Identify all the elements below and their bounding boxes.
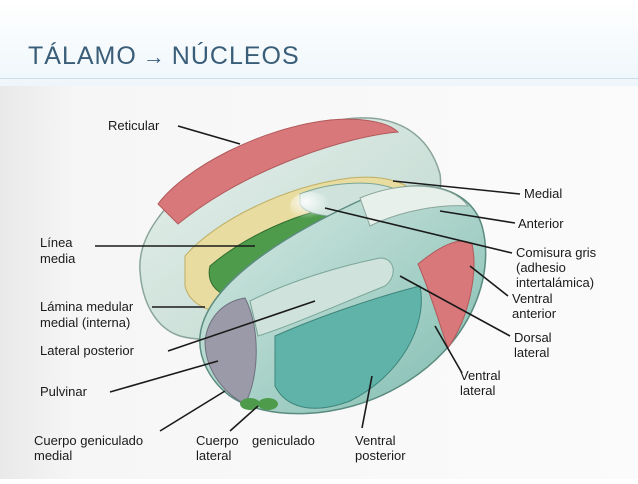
title-thalamus: TÁLAMO <box>28 42 137 70</box>
ventral-posterior-nucleus <box>274 285 422 409</box>
leader-reticular <box>177 125 241 145</box>
label-lateral-posterior: Lateral posterior <box>40 343 135 358</box>
leader-cuerpo-lateral <box>229 405 259 432</box>
label-cgm-line2: medial <box>34 448 72 463</box>
leader-lines <box>95 125 521 432</box>
label-comisura-line1: Comisura gris <box>516 245 597 260</box>
leader-ventral-posterior <box>361 375 373 429</box>
leader-anterior <box>439 210 516 224</box>
pulvinar-nucleus <box>204 297 257 405</box>
label-cgl-line3: lateral <box>196 448 232 463</box>
label-dorsal-lateral-line2: lateral <box>514 345 550 360</box>
leader-ventral-lateral <box>434 325 463 374</box>
medial-geniculate-body <box>240 398 260 410</box>
reticular-lateral-band <box>417 240 475 350</box>
label-medial: Medial <box>524 186 562 201</box>
label-ventral-lateral-line2: lateral <box>460 383 496 398</box>
label-ventral-anterior-line1: Ventral <box>512 291 553 306</box>
leader-cuerpo-medial <box>159 390 226 432</box>
label-lamina-line1: Lámina medular <box>40 299 134 314</box>
label-dorsal-lateral-line1: Dorsal <box>514 330 552 345</box>
label-comisura-line2: (adhesio <box>516 260 566 275</box>
label-group: Reticular Medial Anterior Comisura gris … <box>34 118 597 463</box>
label-linea-line1: Línea <box>40 235 73 250</box>
thalamus-diagram: Reticular Medial Anterior Comisura gris … <box>0 86 638 479</box>
label-cgl-line2: geniculado <box>252 433 315 448</box>
leader-comisura <box>324 207 513 254</box>
label-lamina-line2: medial (interna) <box>40 315 130 330</box>
header-rule <box>0 78 638 79</box>
title-nuclei: NÚCLEOS <box>171 42 300 70</box>
leader-dorsal-lateral <box>399 275 511 337</box>
label-pulvinar: Pulvinar <box>40 384 88 399</box>
adhesion-highlight <box>290 192 330 220</box>
thalamus-figure: Reticular Medial Anterior Comisura gris … <box>0 86 638 479</box>
lower-thalamus <box>199 185 487 415</box>
label-vp-line2: posterior <box>355 448 406 463</box>
label-cgm-line1: Cuerpo geniculado <box>34 433 143 448</box>
leader-ventral-anterior <box>469 265 509 297</box>
label-cgl-line1: Cuerpo <box>196 433 239 448</box>
label-vp-line1: Ventral <box>355 433 396 448</box>
arrow-right-icon: → <box>142 44 166 69</box>
label-ventral-anterior-line2: anterior <box>512 306 557 321</box>
header-band <box>0 0 638 88</box>
lateral-geniculate-body <box>258 398 278 410</box>
lateral-posterior-nucleus <box>249 257 394 337</box>
slide-title: TÁLAMO→NÚCLEOS <box>28 42 300 71</box>
label-ventral-lateral-line1: Ventral <box>460 368 501 383</box>
label-comisura-line3: intertalámica) <box>516 275 594 290</box>
anterior-nucleus <box>359 185 470 227</box>
label-linea-line2: media <box>40 251 76 266</box>
label-reticular: Reticular <box>108 118 160 133</box>
leader-pulvinar <box>109 360 219 393</box>
leader-medial <box>392 180 521 195</box>
label-anterior: Anterior <box>518 216 564 231</box>
reticular-nucleus <box>157 118 400 225</box>
leader-lateral-posterior <box>167 300 316 352</box>
